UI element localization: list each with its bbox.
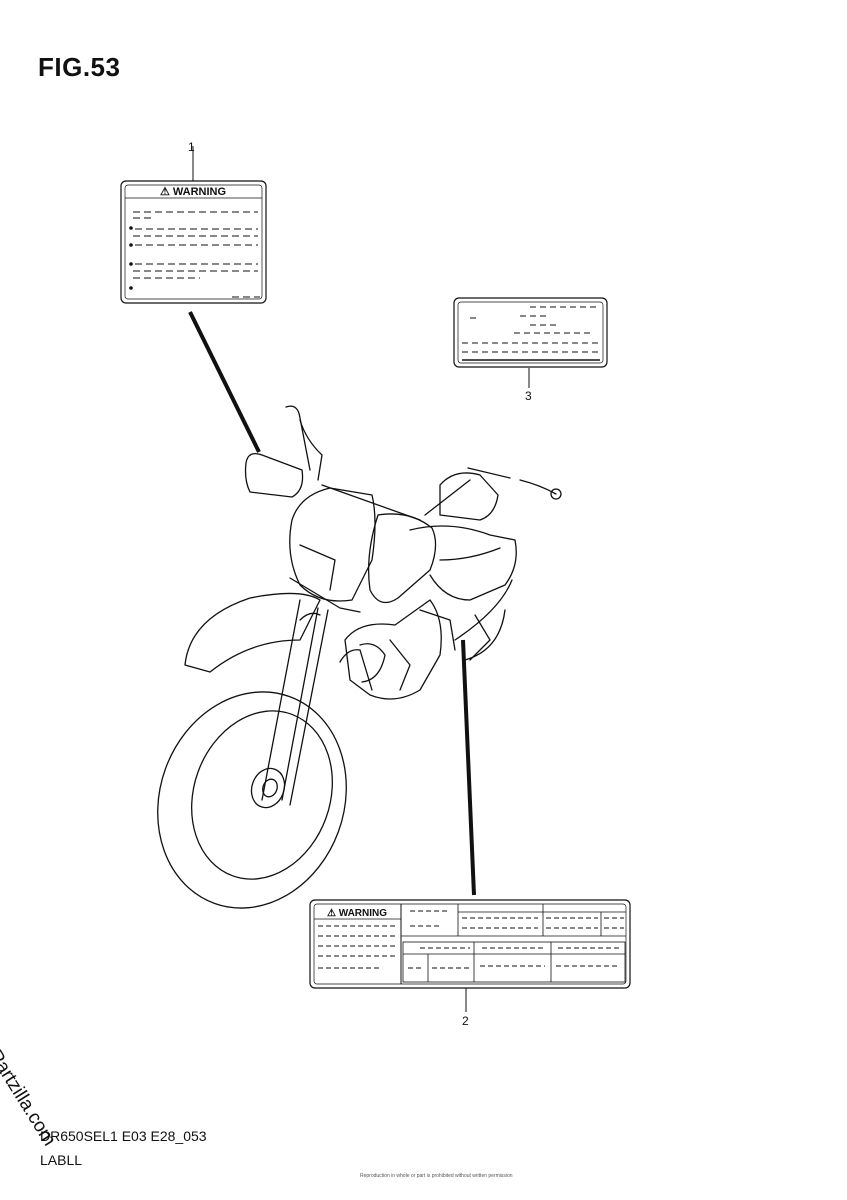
label-1-warning-sticker[interactable]	[120, 180, 267, 304]
section-name: LABLL	[40, 1152, 83, 1168]
figure-title: FIG.53	[38, 52, 121, 82]
callout-number-1[interactable]: 1	[188, 140, 195, 154]
label-1-warning-heading: ⚠ WARNING	[160, 186, 226, 198]
label-2-warning-heading: ⚠ WARNING	[327, 908, 387, 919]
label-2-warning-sticker[interactable]	[309, 899, 631, 989]
callout-number-3[interactable]: 3	[525, 389, 532, 403]
model-code: DR650SEL1 E03 E28_053	[40, 1128, 207, 1144]
copyright-note: Reproduction in whole or part is prohibi…	[360, 1173, 513, 1179]
label-3-info-sticker[interactable]	[453, 297, 608, 368]
motorcycle-illustration	[157, 405, 562, 909]
callout-number-2[interactable]: 2	[462, 1014, 469, 1028]
